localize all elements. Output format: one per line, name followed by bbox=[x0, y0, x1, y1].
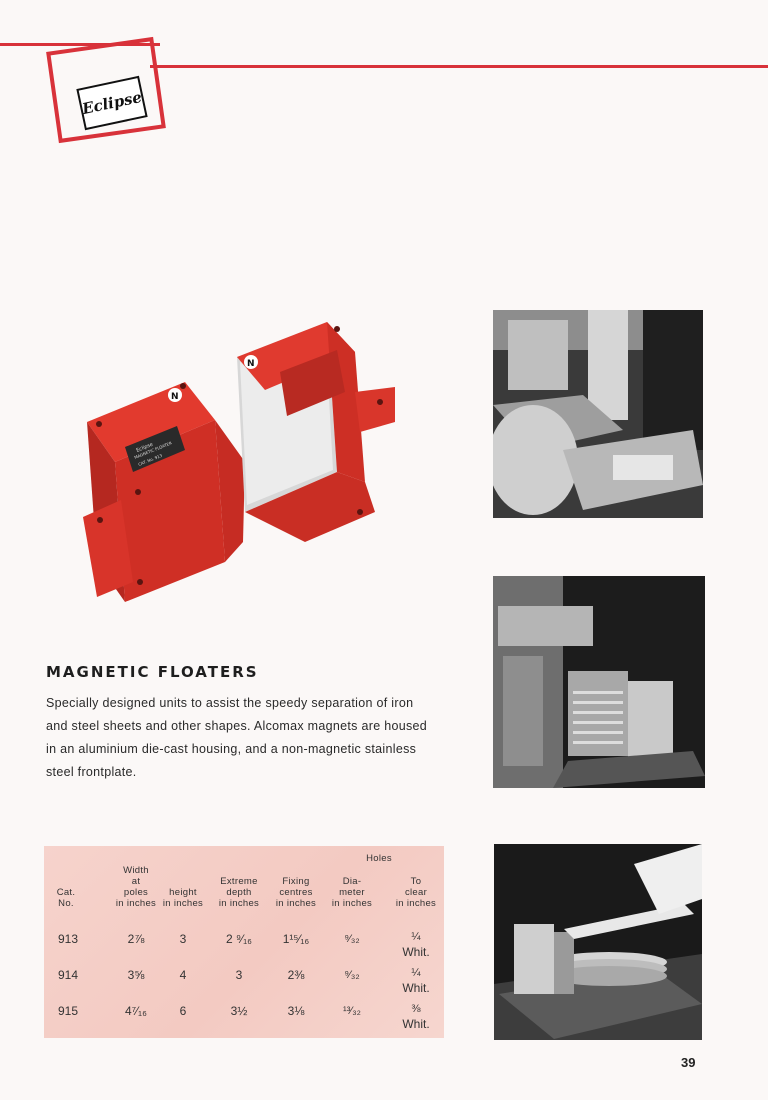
table-cell-clear: ¼ bbox=[411, 967, 421, 979]
table-cell-height: 6 bbox=[179, 1004, 187, 1018]
table-cell-diameter: ¹³⁄₃₂ bbox=[343, 1005, 361, 1017]
table-cell-cat: 914 bbox=[57, 968, 79, 982]
table-cell-cat: 915 bbox=[57, 1004, 79, 1018]
pole-mark-left: N bbox=[171, 392, 179, 402]
holes-group-header: Holes bbox=[366, 853, 392, 864]
table-cell-centres: 3⅛ bbox=[287, 1004, 305, 1018]
description-line: in an aluminium die-cast housing, and a … bbox=[46, 742, 417, 756]
page-number: 39 bbox=[681, 1055, 696, 1070]
column-header-diameter: Dia-meter in inches bbox=[331, 876, 373, 909]
description-paragraph: Specially designed units to assist the s… bbox=[46, 692, 456, 784]
section-heading: MAGNETIC FLOATERS bbox=[46, 663, 259, 681]
header-rule bbox=[150, 65, 768, 68]
table-cell-cat: 913 bbox=[57, 932, 79, 946]
table-cell-width: 4⁷⁄₁₆ bbox=[125, 1004, 147, 1018]
table-cell-centres: 2⅜ bbox=[287, 968, 305, 982]
table-cell-clear-note: Whit. bbox=[402, 945, 430, 959]
table-cell-depth: 3 bbox=[235, 968, 243, 982]
table-cell-height: 4 bbox=[179, 968, 187, 982]
table-cell-centres: 1¹⁵⁄₁₆ bbox=[282, 932, 310, 946]
description-line: and steel sheets and other shapes. Alcom… bbox=[46, 719, 428, 733]
table-cell-clear: ¼ bbox=[411, 931, 421, 943]
table-cell-width: 2⅞ bbox=[127, 932, 145, 946]
table-cell-clear-note: Whit. bbox=[402, 981, 430, 995]
photo-sheet-separation bbox=[494, 844, 702, 1040]
description-line: steel frontplate. bbox=[46, 765, 137, 779]
table-cell-depth: 2 ⁹⁄₁₆ bbox=[225, 932, 253, 946]
photo-press-operation bbox=[493, 310, 703, 518]
nameplate: Eclipse MAGNETIC FLOATER CAT. No. 913 bbox=[125, 426, 185, 472]
table-cell-clear: ⅜ bbox=[411, 1003, 421, 1015]
photo-floaters-at-machine bbox=[493, 576, 705, 788]
left-floater bbox=[83, 382, 245, 602]
description-line: Specially designed units to assist the s… bbox=[46, 696, 414, 710]
table-cell-depth: 3½ bbox=[230, 1004, 248, 1018]
column-header-cat-no: Cat.No. bbox=[56, 887, 76, 909]
table-cell-diameter: ⁹⁄₃₂ bbox=[344, 933, 360, 945]
table-cell-height: 3 bbox=[179, 932, 187, 946]
right-floater bbox=[237, 322, 395, 542]
table-cell-diameter: ⁹⁄₃₂ bbox=[344, 969, 360, 981]
pole-mark-right: N bbox=[247, 359, 255, 369]
table-cell-clear-note: Whit. bbox=[402, 1017, 430, 1031]
table-cell-width: 3⅝ bbox=[127, 968, 145, 982]
header-rule-short bbox=[0, 43, 160, 46]
product-illustration: N Eclipse MAGNETIC FLOATER CAT. No. 913 … bbox=[83, 322, 395, 602]
